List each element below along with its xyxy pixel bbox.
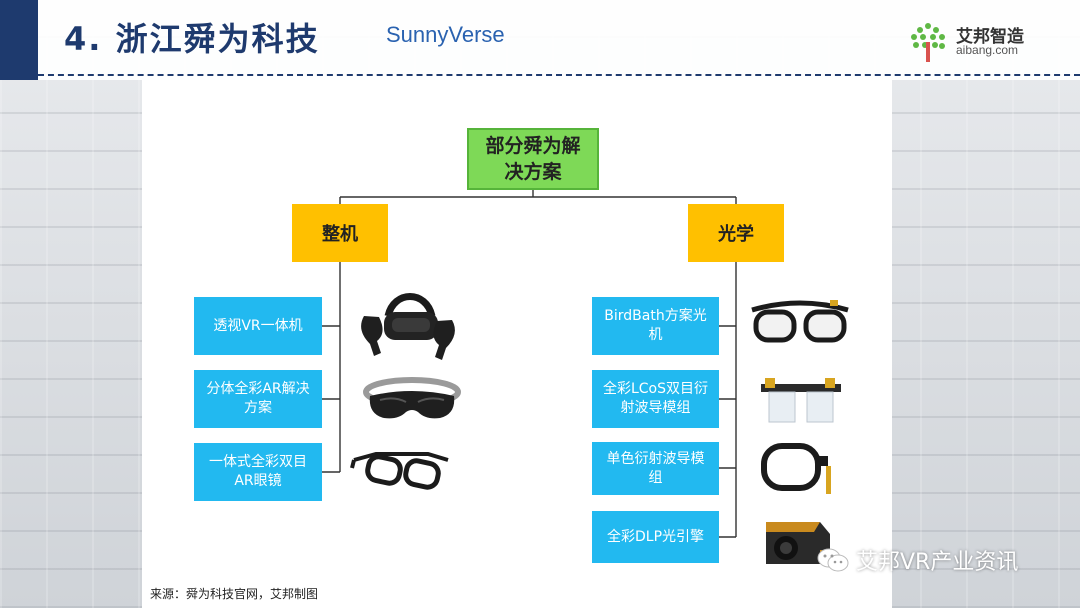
- vr-headset-icon: [361, 293, 455, 360]
- aibang-tree-icon: [911, 23, 945, 62]
- item-node-integrated-ar-glasses: 一体式全彩双目AR眼镜: [194, 443, 322, 501]
- dlp-engine-icon: [766, 522, 830, 564]
- aibang-logo-en: aibang.com: [956, 43, 1019, 57]
- header-accent: [0, 0, 38, 80]
- header-bar: 4. 浙江舜为科技 SunnyVerse 艾邦智造 aibang.com: [0, 0, 1080, 80]
- aibang-logo-cn: 艾邦智造: [956, 27, 1024, 47]
- watermark: 艾邦VR产业资讯: [816, 544, 1018, 576]
- item-node-birdbath: BirdBath方案光机: [592, 297, 719, 355]
- mono-waveguide-icon: [761, 443, 831, 494]
- item-node-dlp-engine: 全彩DLP光引擎: [592, 511, 719, 563]
- category-node-complete-device: 整机: [292, 204, 388, 262]
- lcos-waveguide-icon: [761, 378, 841, 423]
- header-divider: [38, 74, 1080, 76]
- item-node-split-ar: 分体全彩AR解决方案: [194, 370, 322, 428]
- wechat-icon: [817, 548, 849, 572]
- ar-glasses-icon: [363, 377, 461, 419]
- sunnyverse-logo: SunnyVerse: [386, 22, 505, 47]
- page-title: 4. 浙江舜为科技: [64, 20, 320, 58]
- item-node-vr-headset: 透视VR一体机: [194, 297, 322, 355]
- category-node-optics: 光学: [688, 204, 784, 262]
- root-node: 部分舜为解决方案: [467, 128, 599, 190]
- item-node-mono-waveguide: 单色衍射波导模组: [592, 442, 719, 495]
- item-node-lcos-waveguide: 全彩LCoS双目衍射波导模组: [592, 370, 719, 428]
- smart-glasses-icon: [350, 452, 449, 490]
- watermark-text: 艾邦VR产业资讯: [856, 550, 1019, 575]
- source-note: 来源：舜为科技官网，艾邦制图: [150, 587, 319, 601]
- birdbath-glasses-icon: [751, 300, 849, 343]
